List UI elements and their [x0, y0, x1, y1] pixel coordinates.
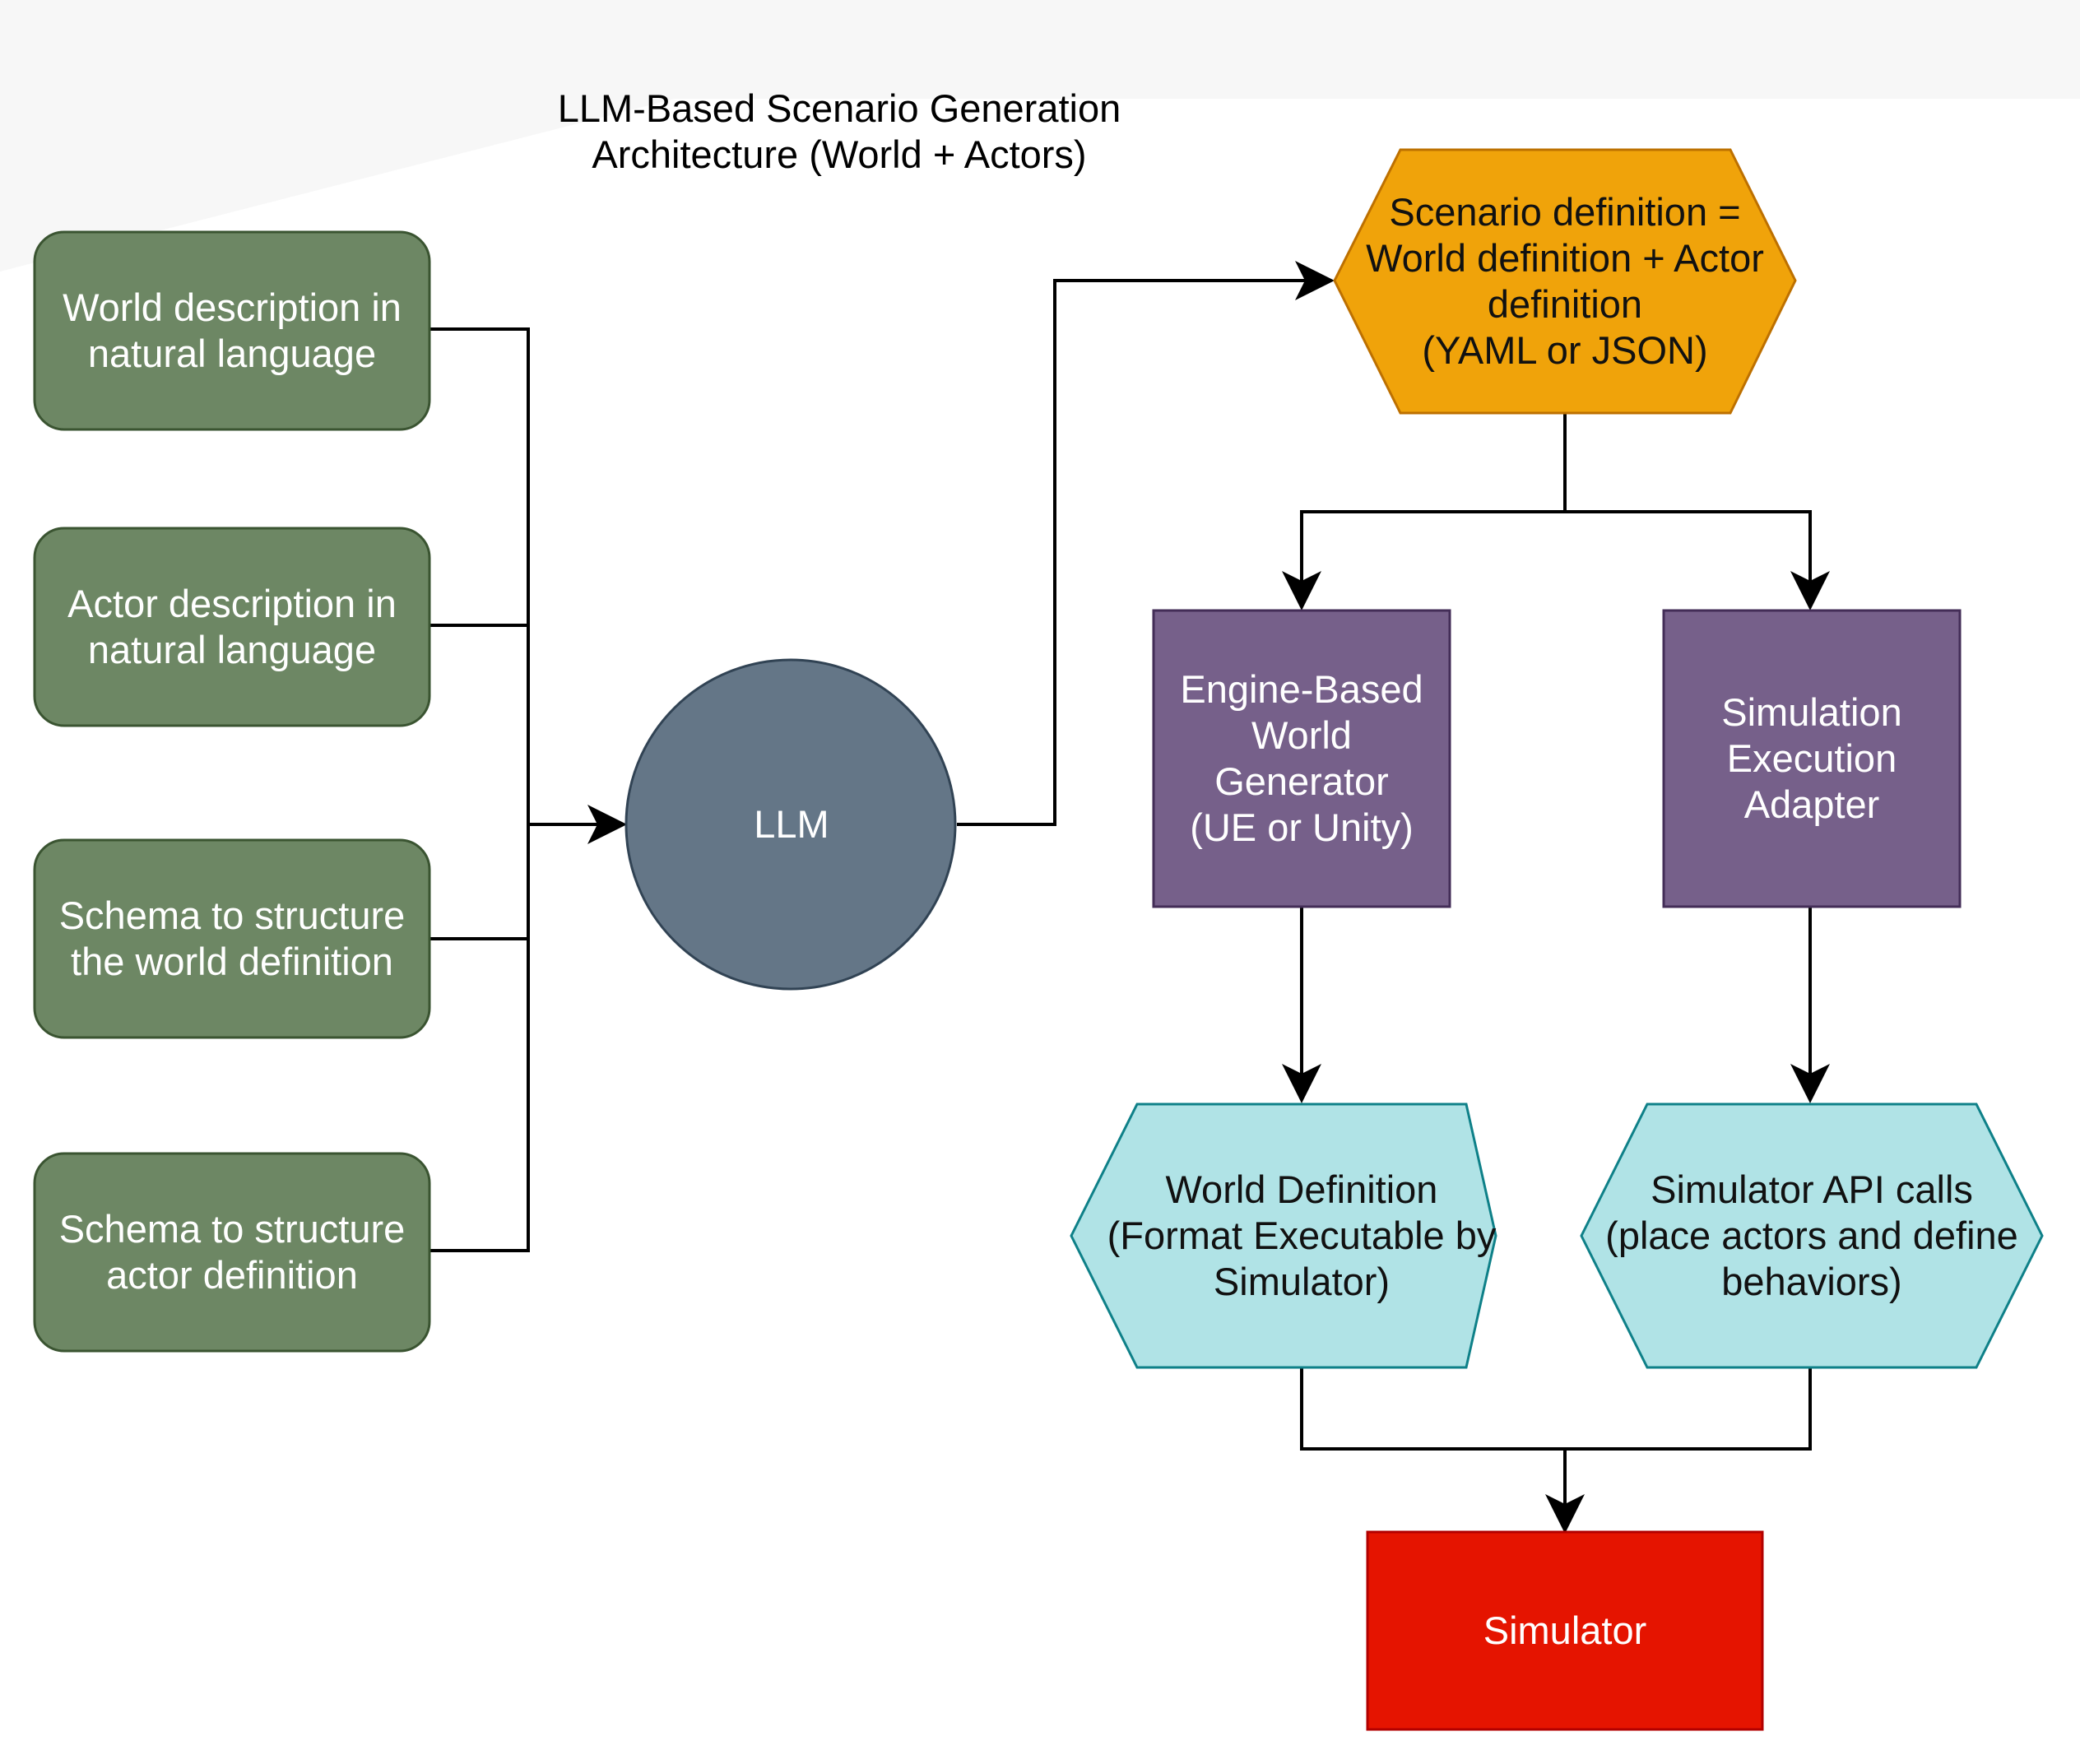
scenario-definition-hexagon — [1333, 148, 1797, 415]
edge-split-to-world-generator — [1282, 510, 1565, 610]
world-description-label-line-1: World description in — [63, 285, 402, 329]
scenario-definition-label-line-1: Scenario definition = — [1389, 190, 1741, 234]
simulator-label: Simulator — [1367, 1532, 1762, 1729]
execution-adapter-label-line-3: Adapter — [1743, 782, 1880, 826]
scenario-definition-label-line-4: (YAML or JSON) — [1422, 328, 1708, 372]
edge-api-calls-to-simulator — [1565, 1367, 1812, 1451]
api-calls-label-line-2: (place actors and define — [1605, 1214, 2018, 1257]
world-schema-label: Schema to structure the world definition — [35, 840, 429, 1038]
actor-schema-box — [33, 1152, 431, 1353]
edge-split-to-execution-adapter — [1565, 510, 1830, 610]
simulator-label-line-1: Simulator — [1483, 1608, 1647, 1652]
world-description-label-line-2: natural language — [87, 332, 377, 375]
execution-adapter-label-line-1: Simulation — [1721, 690, 1902, 734]
llm-label-line-1: LLM — [754, 802, 829, 846]
actor-schema-label: Schema to structure actor definition — [35, 1154, 429, 1351]
execution-adapter-box — [1662, 609, 1962, 908]
world-schema-label-line-1: Schema to structure — [58, 894, 406, 937]
world-schema-box — [33, 838, 431, 1039]
world-generator-label-line-4: (UE or Unity) — [1190, 805, 1414, 849]
llm-label: LLM — [627, 660, 956, 989]
api-calls-label: Simulator API calls (place actors and de… — [1581, 1104, 2042, 1367]
api-calls-label-line-3: behaviors) — [1721, 1260, 1902, 1303]
actor-description-label: Actor description in natural language — [35, 528, 429, 726]
scenario-definition-label: Scenario definition = World definition +… — [1335, 150, 1795, 413]
actor-description-label-line-1: Actor description in — [67, 582, 397, 625]
diagram-title-line-1: LLM-Based Scenario Generation — [557, 86, 1121, 130]
api-calls-label-line-1: Simulator API calls — [1651, 1167, 1973, 1211]
scenario-definition-label-line-3: definition — [1487, 282, 1643, 326]
actor-schema-label-line-2: actor definition — [106, 1253, 358, 1297]
world-description-label: World description in natural language — [35, 232, 429, 429]
scenario-definition-label-line-2: World definition + Actor — [1366, 236, 1764, 280]
actor-description-box — [33, 527, 431, 727]
world-schema-label-line-2: the world definition — [71, 940, 393, 983]
llm-circle — [624, 658, 957, 991]
diagram-title-line-2: Architecture (World + Actors) — [592, 132, 1087, 176]
edge-actor-schema-to-bus — [429, 824, 530, 1252]
edge-world-description-to-bus — [429, 327, 530, 824]
background-band — [0, 0, 2080, 272]
api-calls-hexagon — [1580, 1102, 2044, 1369]
execution-adapter-label: Simulation Execution Adapter — [1664, 610, 1960, 907]
world-definition-hexagon — [1070, 1102, 1497, 1369]
actor-schema-label-line-1: Schema to structure — [58, 1207, 406, 1251]
edge-llm-to-scenario — [957, 261, 1335, 826]
world-generator-label: Engine-Based World Generator (UE or Unit… — [1154, 610, 1450, 907]
world-description-box — [33, 230, 431, 431]
world-definition-label-line-1: World Definition — [1165, 1167, 1438, 1211]
execution-adapter-label-line-2: Execution — [1726, 736, 1897, 780]
diagram-title: LLM-Based Scenario Generation Architectu… — [510, 86, 1168, 178]
world-generator-label-line-3: Generator — [1214, 759, 1389, 803]
world-definition-label-line-3: Simulator) — [1213, 1260, 1391, 1303]
world-generator-label-line-1: Engine-Based — [1180, 667, 1423, 711]
world-definition-label: World Definition (Format Executable by S… — [1071, 1104, 1532, 1367]
world-generator-label-line-2: World — [1251, 713, 1352, 757]
world-definition-label-line-2: (Format Executable by — [1107, 1214, 1497, 1257]
world-generator-box — [1152, 609, 1451, 908]
simulator-box — [1366, 1530, 1764, 1731]
edges — [429, 261, 1830, 1534]
edge-world-definition-to-simulator — [1300, 1367, 1585, 1534]
actor-description-label-line-2: natural language — [87, 628, 377, 671]
